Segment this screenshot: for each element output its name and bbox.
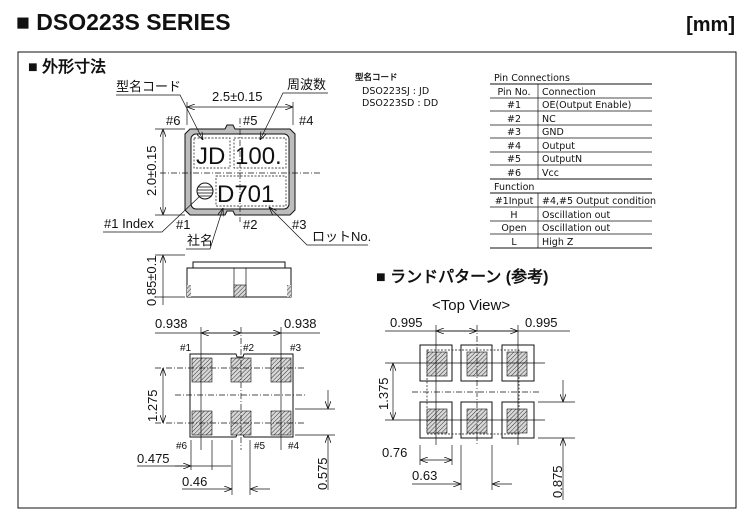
pin-label-3: #3 bbox=[292, 217, 306, 232]
side-view-drawing: 0.85±0.1 bbox=[144, 254, 292, 306]
lot-label: ロットNo. bbox=[312, 229, 371, 244]
pin-no: #1 bbox=[507, 100, 521, 111]
pin-table-header: Pin No. bbox=[498, 87, 531, 98]
content-frame bbox=[17, 51, 737, 509]
model-code-title: 型名コード bbox=[355, 72, 398, 82]
pin-connection: GND bbox=[542, 127, 564, 138]
pin-label-6: #6 bbox=[166, 113, 180, 128]
pin-no: #6 bbox=[507, 168, 521, 179]
marking-frequency: 100. bbox=[235, 143, 282, 170]
outline-section-title: ■ 外形寸法 bbox=[28, 57, 106, 76]
function-output: High Z bbox=[542, 237, 574, 248]
model-code-list: 型名コード DSO223SJ : JD DSO223SD : DD bbox=[355, 72, 438, 109]
function-output: Oscillation out bbox=[542, 223, 610, 234]
pin-connections-table: Pin Connections Pin No. Connection #1 OE… bbox=[490, 73, 656, 249]
bottom-pin-3: #3 bbox=[290, 343, 302, 354]
company-label: 社名 bbox=[187, 233, 213, 248]
pad-edge-dim: 0.475 bbox=[137, 451, 170, 466]
pin-table-header: Connection bbox=[542, 87, 596, 98]
pin-no: #2 bbox=[507, 114, 521, 125]
unit-label: [mm] bbox=[686, 14, 735, 36]
function-header: #1Input bbox=[495, 196, 534, 207]
land-pitch-x-left: 0.995 bbox=[390, 315, 423, 330]
function-output: Oscillation out bbox=[542, 210, 610, 221]
land-pitch-x-right: 0.995 bbox=[525, 315, 558, 330]
pitch-x-right-dim: 0.938 bbox=[284, 316, 317, 331]
bottom-pin-2: #2 bbox=[243, 343, 255, 354]
width-dim: 2.5±0.15 bbox=[212, 89, 263, 104]
pin-connection: NC bbox=[542, 114, 556, 125]
height-dim: 2.0±0.15 bbox=[144, 145, 159, 196]
model-code-item: DSO223SD : DD bbox=[362, 98, 438, 109]
pin-table-title: Pin Connections bbox=[494, 73, 570, 84]
top-view-drawing: 2.5±0.15 2.0±0.15 JD 100. D701 #6 #5 #4 … bbox=[103, 77, 371, 250]
bottom-pin-6: #6 bbox=[176, 441, 188, 452]
pad-height-dim: 0.575 bbox=[315, 457, 330, 490]
bottom-view-drawing: 0.938 0.938 1.275 #1 #2 #3 #6 #5 #4 0.47… bbox=[137, 316, 335, 495]
function-input: H bbox=[510, 210, 517, 221]
index-label: #1 Index bbox=[104, 216, 154, 231]
bottom-pin-4: #4 bbox=[288, 441, 300, 452]
function-header: #4,#5 Output condition bbox=[542, 196, 656, 207]
pitch-y-dim: 1.275 bbox=[145, 389, 160, 422]
function-input: Open bbox=[501, 223, 526, 234]
pin-label-2: #2 bbox=[243, 217, 257, 232]
frequency-label: 周波数 bbox=[287, 77, 326, 92]
function-input: L bbox=[511, 237, 517, 248]
pitch-x-left-dim: 0.938 bbox=[155, 316, 188, 331]
land-pattern-drawing: ■ ランドパターン (参考) <Top View> 0.995 0.995 bbox=[376, 267, 575, 500]
land-section-title: ■ ランドパターン (参考) bbox=[376, 267, 548, 286]
pin-connection: OutputN bbox=[542, 154, 582, 165]
model-code-item: DSO223SJ : JD bbox=[362, 86, 429, 97]
marking-lot: D701 bbox=[217, 181, 274, 208]
pad-width-dim: 0.46 bbox=[182, 474, 207, 489]
model-code-label: 型名コード bbox=[116, 79, 181, 94]
pin-no: #4 bbox=[507, 141, 521, 152]
land-pitch-y-dim: 1.375 bbox=[376, 377, 391, 410]
series-title: ■ DSO223S SERIES bbox=[16, 9, 231, 35]
bottom-pin-5: #5 bbox=[254, 441, 266, 452]
thickness-dim: 0.85±0.1 bbox=[144, 255, 159, 306]
top-view-label: <Top View> bbox=[432, 297, 510, 314]
bottom-pin-1: #1 bbox=[180, 343, 192, 354]
pin-label-4: #4 bbox=[299, 113, 313, 128]
pin-label-5: #5 bbox=[243, 113, 257, 128]
marking-model-code: JD bbox=[196, 143, 225, 170]
land-width-dim: 0.76 bbox=[382, 445, 407, 460]
pin-no: #3 bbox=[507, 127, 521, 138]
land-gap-dim: 0.63 bbox=[412, 468, 437, 483]
pin-connection: OE(Output Enable) bbox=[542, 100, 631, 111]
pin-connection: Vcc bbox=[542, 168, 559, 179]
function-title: Function bbox=[494, 182, 534, 193]
pin-no: #5 bbox=[507, 154, 521, 165]
pin-connection: Output bbox=[542, 141, 575, 152]
land-height-dim: 0.875 bbox=[550, 465, 565, 498]
pin-label-1: #1 bbox=[176, 217, 190, 232]
